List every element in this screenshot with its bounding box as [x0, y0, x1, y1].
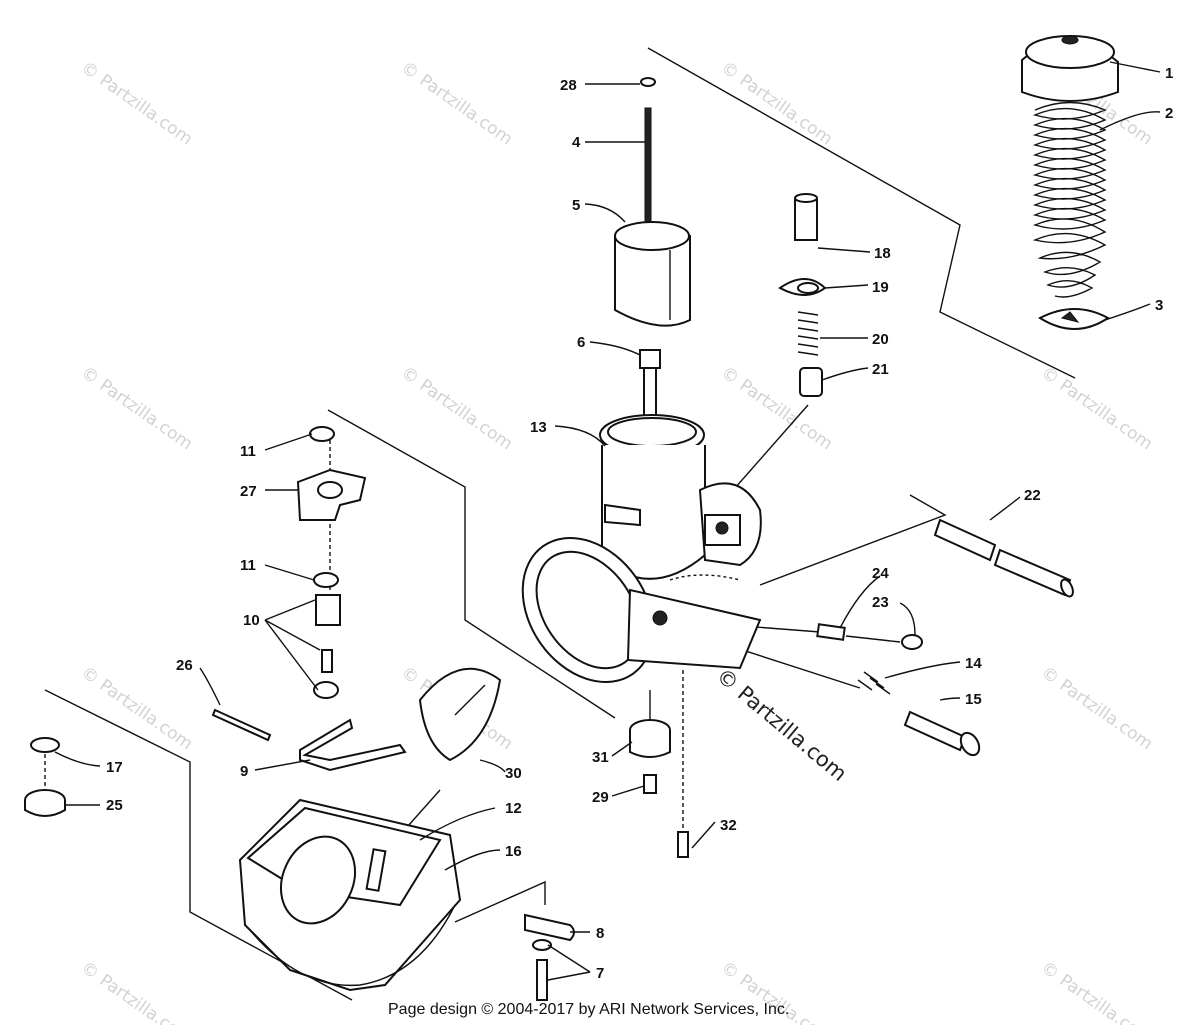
- part-float-arm: [299, 718, 407, 772]
- callout-label: 2: [1165, 105, 1173, 122]
- part-throttle-stop-screw: [857, 671, 981, 757]
- callout-label: 19: [872, 279, 889, 296]
- watermark-tile: © Partzilla.com: [77, 663, 196, 755]
- watermark-tile: © Partzilla.com: [77, 58, 196, 150]
- part-main-jet: [643, 774, 657, 794]
- part-air-screw: [816, 623, 923, 650]
- callout-label: 17: [106, 759, 123, 776]
- part-bracket: [524, 913, 575, 1001]
- footer-copyright: Page design © 2004-2017 by ARI Network S…: [388, 1001, 789, 1018]
- watermark-tile: © Partzilla.com: [77, 363, 196, 455]
- part-float-bowl: [238, 798, 462, 992]
- watermark-tile: © Partzilla.com: [1037, 663, 1156, 755]
- watermark-tile: © Partzilla.com: [397, 58, 516, 150]
- assembly-line-left: [327, 409, 616, 719]
- callout-label: 25: [106, 797, 123, 814]
- part-main-jet-nut: [629, 719, 671, 758]
- assembly-line-bracket: [454, 880, 546, 923]
- callout-label: 31: [592, 749, 609, 766]
- watermark-tile: © Partzilla.com: [397, 363, 516, 455]
- callout-label: 9: [240, 763, 248, 780]
- callout-label: 7: [596, 965, 604, 982]
- callout-leaders: [54, 61, 1161, 981]
- watermark-tile: © Partzilla.com: [717, 58, 836, 150]
- part-float-valve-stack: [296, 426, 367, 699]
- main-watermark: © Partzilla.com: [712, 663, 852, 786]
- callout-label: 24: [872, 565, 889, 582]
- callout-label: 8: [596, 925, 604, 942]
- callout-label: 16: [505, 843, 522, 860]
- callout-label: 18: [874, 245, 891, 262]
- part-carb-body: [521, 414, 762, 684]
- callout-label: 11: [240, 557, 256, 574]
- part-float-cover: [418, 667, 502, 762]
- callout-label: 21: [872, 361, 889, 378]
- assembly-line-top: [647, 47, 1076, 379]
- callout-label: 30: [505, 765, 522, 782]
- watermark-tile: © Partzilla.com: [1037, 363, 1156, 455]
- part-cap: [1021, 35, 1119, 102]
- callout-label: 6: [577, 334, 585, 351]
- callout-label: 15: [965, 691, 982, 708]
- callout-label: 29: [592, 789, 609, 806]
- callout-label: 12: [505, 800, 522, 817]
- callout-label: 11: [240, 443, 256, 460]
- part-pilot-screw: [677, 831, 689, 858]
- assembly-line-bowl: [44, 689, 353, 1001]
- watermark-tile: © Partzilla.com: [1037, 958, 1156, 1025]
- part-drain-plug: [24, 737, 66, 817]
- part-slide: [614, 221, 691, 327]
- part-cable-sleeves: [933, 518, 1074, 598]
- callout-label: 26: [176, 657, 193, 674]
- callout-label: 22: [1024, 487, 1041, 504]
- callout-label: 28: [560, 77, 577, 94]
- callout-label: 13: [530, 419, 547, 436]
- callout-label: 20: [872, 331, 889, 348]
- callout-label: 27: [240, 483, 257, 500]
- callout-label: 32: [720, 817, 737, 834]
- assembly-line-right: [759, 494, 947, 586]
- part-clip: [640, 77, 656, 87]
- part-pilot-jet-stack: [778, 193, 827, 397]
- callout-label: 5: [572, 197, 580, 214]
- watermark-tile: © Partzilla.com: [77, 958, 196, 1025]
- assembly-lines: [44, 47, 1076, 1001]
- part-spring-seat: [1037, 308, 1110, 330]
- part-spring: [1032, 101, 1107, 298]
- callout-label: 10: [243, 612, 260, 629]
- callout-labels: 1 2 3 4 5 6 7 8 9 10 11 11 12 13 14 15 1…: [106, 65, 1173, 982]
- part-float-pin: [211, 708, 272, 742]
- callout-label: 23: [872, 594, 889, 611]
- callout-label: 3: [1155, 297, 1163, 314]
- callout-label: 4: [572, 134, 581, 151]
- callout-label: 14: [965, 655, 982, 672]
- callout-label: 1: [1165, 65, 1173, 82]
